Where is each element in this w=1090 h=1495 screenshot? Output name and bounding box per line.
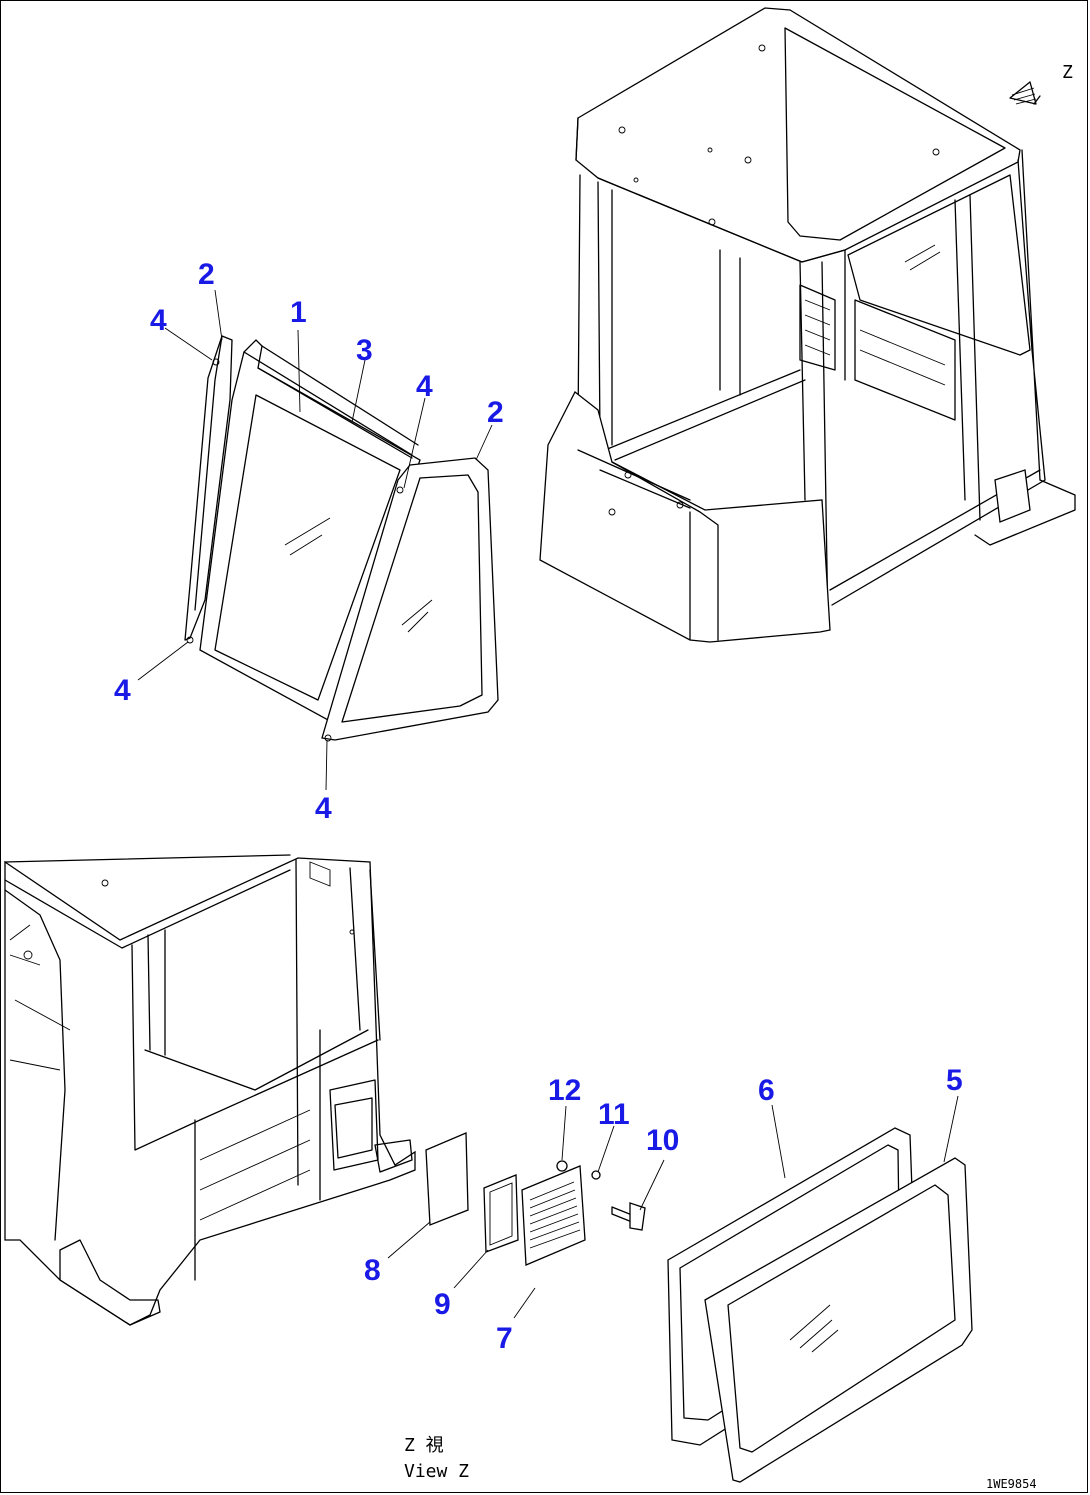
callouts: 2 4 1 3 4 2 4 4 12 11 10 6 5 8 9 7: [114, 258, 963, 1355]
callout-11-washer: 11: [598, 1098, 630, 1131]
callout-4-clip-bottom: 4: [315, 792, 332, 825]
callout-4-clip-bottom-left: 4: [114, 674, 131, 707]
callout-8-plate: 8: [364, 1254, 381, 1287]
callout-9-gasket: 9: [434, 1288, 451, 1321]
view-caption-en: View Z: [404, 1461, 469, 1482]
callout-2-front-seal: 2: [487, 396, 504, 429]
callout-12-nut: 12: [548, 1074, 581, 1107]
callout-4-clip-top-right: 4: [416, 370, 433, 403]
callout-10-bolt: 10: [646, 1124, 679, 1157]
callout-4-clip-top-left: 4: [150, 304, 167, 337]
callout-7-louver: 7: [496, 1322, 513, 1355]
small-parts: [425, 1132, 646, 1266]
callout-6-seal: 6: [758, 1074, 775, 1107]
window-exploded: [184, 335, 499, 742]
view-arrow-label: Z: [1062, 62, 1073, 83]
leader-lines: [137, 289, 959, 1319]
drawing-code: 1WE9854: [986, 1477, 1037, 1491]
cab-assembly-top: Z: [539, 7, 1076, 643]
side-window-assembly: [667, 1127, 973, 1483]
callout-2-back-seal: 2: [198, 258, 215, 291]
callout-1-glass: 1: [290, 296, 307, 329]
callout-3-strip: 3: [356, 334, 373, 367]
view-caption-jp: Z 視: [404, 1435, 444, 1456]
cab-rear-view: [4, 854, 416, 1326]
callout-5-side-glass: 5: [946, 1064, 963, 1097]
